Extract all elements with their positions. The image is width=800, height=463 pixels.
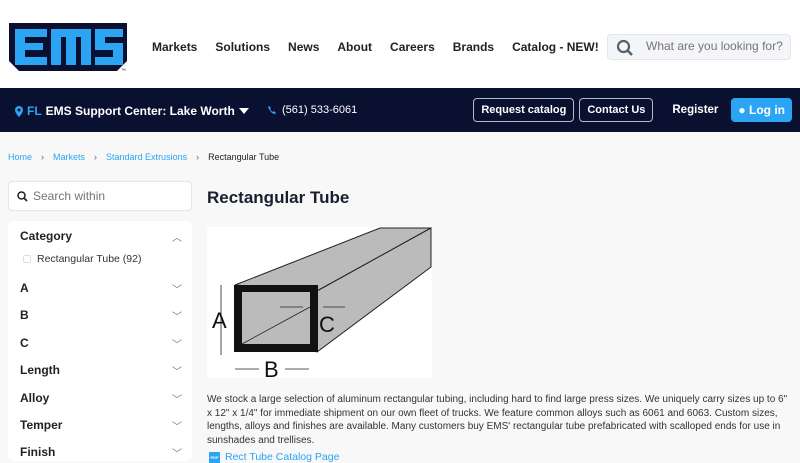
chevron-down-icon: ﹀ xyxy=(172,312,182,323)
phone-number: (561) 533-6061 xyxy=(282,104,358,116)
filter-alloy[interactable]: Alloy ﹀ xyxy=(20,391,182,406)
checkbox[interactable] xyxy=(23,255,31,263)
filter-length[interactable]: Length ﹀ xyxy=(20,363,182,378)
search-within-input[interactable] xyxy=(33,189,183,203)
login-button[interactable]: ● Log in xyxy=(731,98,792,122)
main-nav: Markets Solutions News About Careers Bra… xyxy=(152,40,599,54)
filter-label: Temper xyxy=(20,418,63,432)
ems-logo[interactable]: ™ xyxy=(9,23,129,73)
filter-label: Category xyxy=(20,229,73,243)
top-bar: FL EMS Support Center: Lake Worth (561) … xyxy=(0,88,800,132)
filter-label: B xyxy=(20,308,29,322)
login-label: Log in xyxy=(749,103,785,117)
topbar-actions: Request catalog Contact Us Register ● Lo… xyxy=(473,98,792,122)
filter-label: A xyxy=(20,281,29,295)
site-header: ™ Markets Solutions News About Careers B… xyxy=(0,0,800,88)
description: We stock a large selection of aluminum r… xyxy=(207,394,788,446)
chevron-down-icon: ﹀ xyxy=(172,422,182,433)
page-title: Rectangular Tube xyxy=(207,188,350,207)
filter-finish[interactable]: Finish ﹀ xyxy=(20,445,182,460)
search-within xyxy=(8,181,192,211)
label-a: A xyxy=(212,308,227,333)
pdf-icon: PDF xyxy=(209,451,220,463)
site-search xyxy=(607,34,791,60)
register-link[interactable]: Register xyxy=(672,104,719,116)
nav-brands[interactable]: Brands xyxy=(452,40,495,54)
main-content: We stock a large selection of aluminum r… xyxy=(207,393,794,463)
nav-solutions[interactable]: Solutions xyxy=(215,40,271,54)
breadcrumb-home[interactable]: Home xyxy=(8,152,33,162)
chevron-down-icon: ﹀ xyxy=(172,340,182,351)
chevron-right-icon: › xyxy=(41,152,45,162)
rectangular-tube-diagram: A C B xyxy=(207,227,432,378)
option-label: Rectangular Tube (92) xyxy=(37,253,142,265)
breadcrumb-standard-extrusions[interactable]: Standard Extrusions xyxy=(106,152,188,162)
filter-label: Alloy xyxy=(20,391,50,405)
label-c: C xyxy=(319,312,335,337)
user-icon: ● xyxy=(738,103,746,117)
filter-category[interactable]: Category ︿ xyxy=(20,229,182,244)
chevron-down-icon: ﹀ xyxy=(172,449,182,460)
nav-about[interactable]: About xyxy=(337,40,373,54)
location-state: FL xyxy=(27,104,42,118)
caret-down-icon xyxy=(238,108,249,114)
pdf-link-label: Rect Tube Catalog Page xyxy=(225,451,340,463)
location-name: EMS Support Center: Lake Worth xyxy=(45,104,235,118)
nav-catalog[interactable]: Catalog - NEW! xyxy=(512,40,599,54)
filter-temper[interactable]: Temper ﹀ xyxy=(20,418,182,433)
svg-text:™: ™ xyxy=(121,68,126,73)
nav-careers[interactable]: Careers xyxy=(390,40,435,54)
breadcrumb-current: Rectangular Tube xyxy=(208,152,280,162)
label-b: B xyxy=(264,357,279,378)
chevron-down-icon: ﹀ xyxy=(172,367,182,378)
request-catalog-button[interactable]: Request catalog xyxy=(473,98,575,122)
phone-link[interactable]: (561) 533-6061 xyxy=(268,104,357,116)
contact-us-button[interactable]: Contact Us xyxy=(579,98,654,122)
location-selector[interactable]: FL EMS Support Center: Lake Worth xyxy=(15,104,249,118)
nav-markets[interactable]: Markets xyxy=(152,40,198,54)
filter-label: Length xyxy=(20,363,60,377)
chevron-right-icon: › xyxy=(94,152,98,162)
search-icon[interactable] xyxy=(616,39,634,57)
filter-label: Finish xyxy=(20,445,56,459)
filter-c[interactable]: C﹀ xyxy=(20,336,182,351)
map-pin-icon xyxy=(15,105,23,117)
nav-news[interactable]: News xyxy=(288,40,320,54)
chevron-down-icon: ﹀ xyxy=(172,285,182,296)
filter-label: C xyxy=(20,336,29,350)
filter-panel: Category︿ Rectangular Tube (92) A﹀ B﹀ C﹀… xyxy=(8,221,192,461)
chevron-right-icon: › xyxy=(196,152,200,162)
chevron-down-icon: ﹀ xyxy=(172,395,182,406)
site-search-input[interactable] xyxy=(646,39,786,53)
chevron-up-icon: ︿ xyxy=(172,233,182,244)
catalog-pdf-link[interactable]: PDF Rect Tube Catalog Page xyxy=(209,451,794,463)
search-icon xyxy=(17,191,28,202)
phone-icon xyxy=(268,106,276,114)
breadcrumb: Home › Markets › Standard Extrusions › Rect… xyxy=(8,152,279,162)
filter-a[interactable]: A﹀ xyxy=(20,281,182,296)
category-option[interactable]: Rectangular Tube (92) xyxy=(23,253,141,265)
filter-b[interactable]: B﹀ xyxy=(20,308,182,323)
breadcrumb-markets[interactable]: Markets xyxy=(53,152,86,162)
